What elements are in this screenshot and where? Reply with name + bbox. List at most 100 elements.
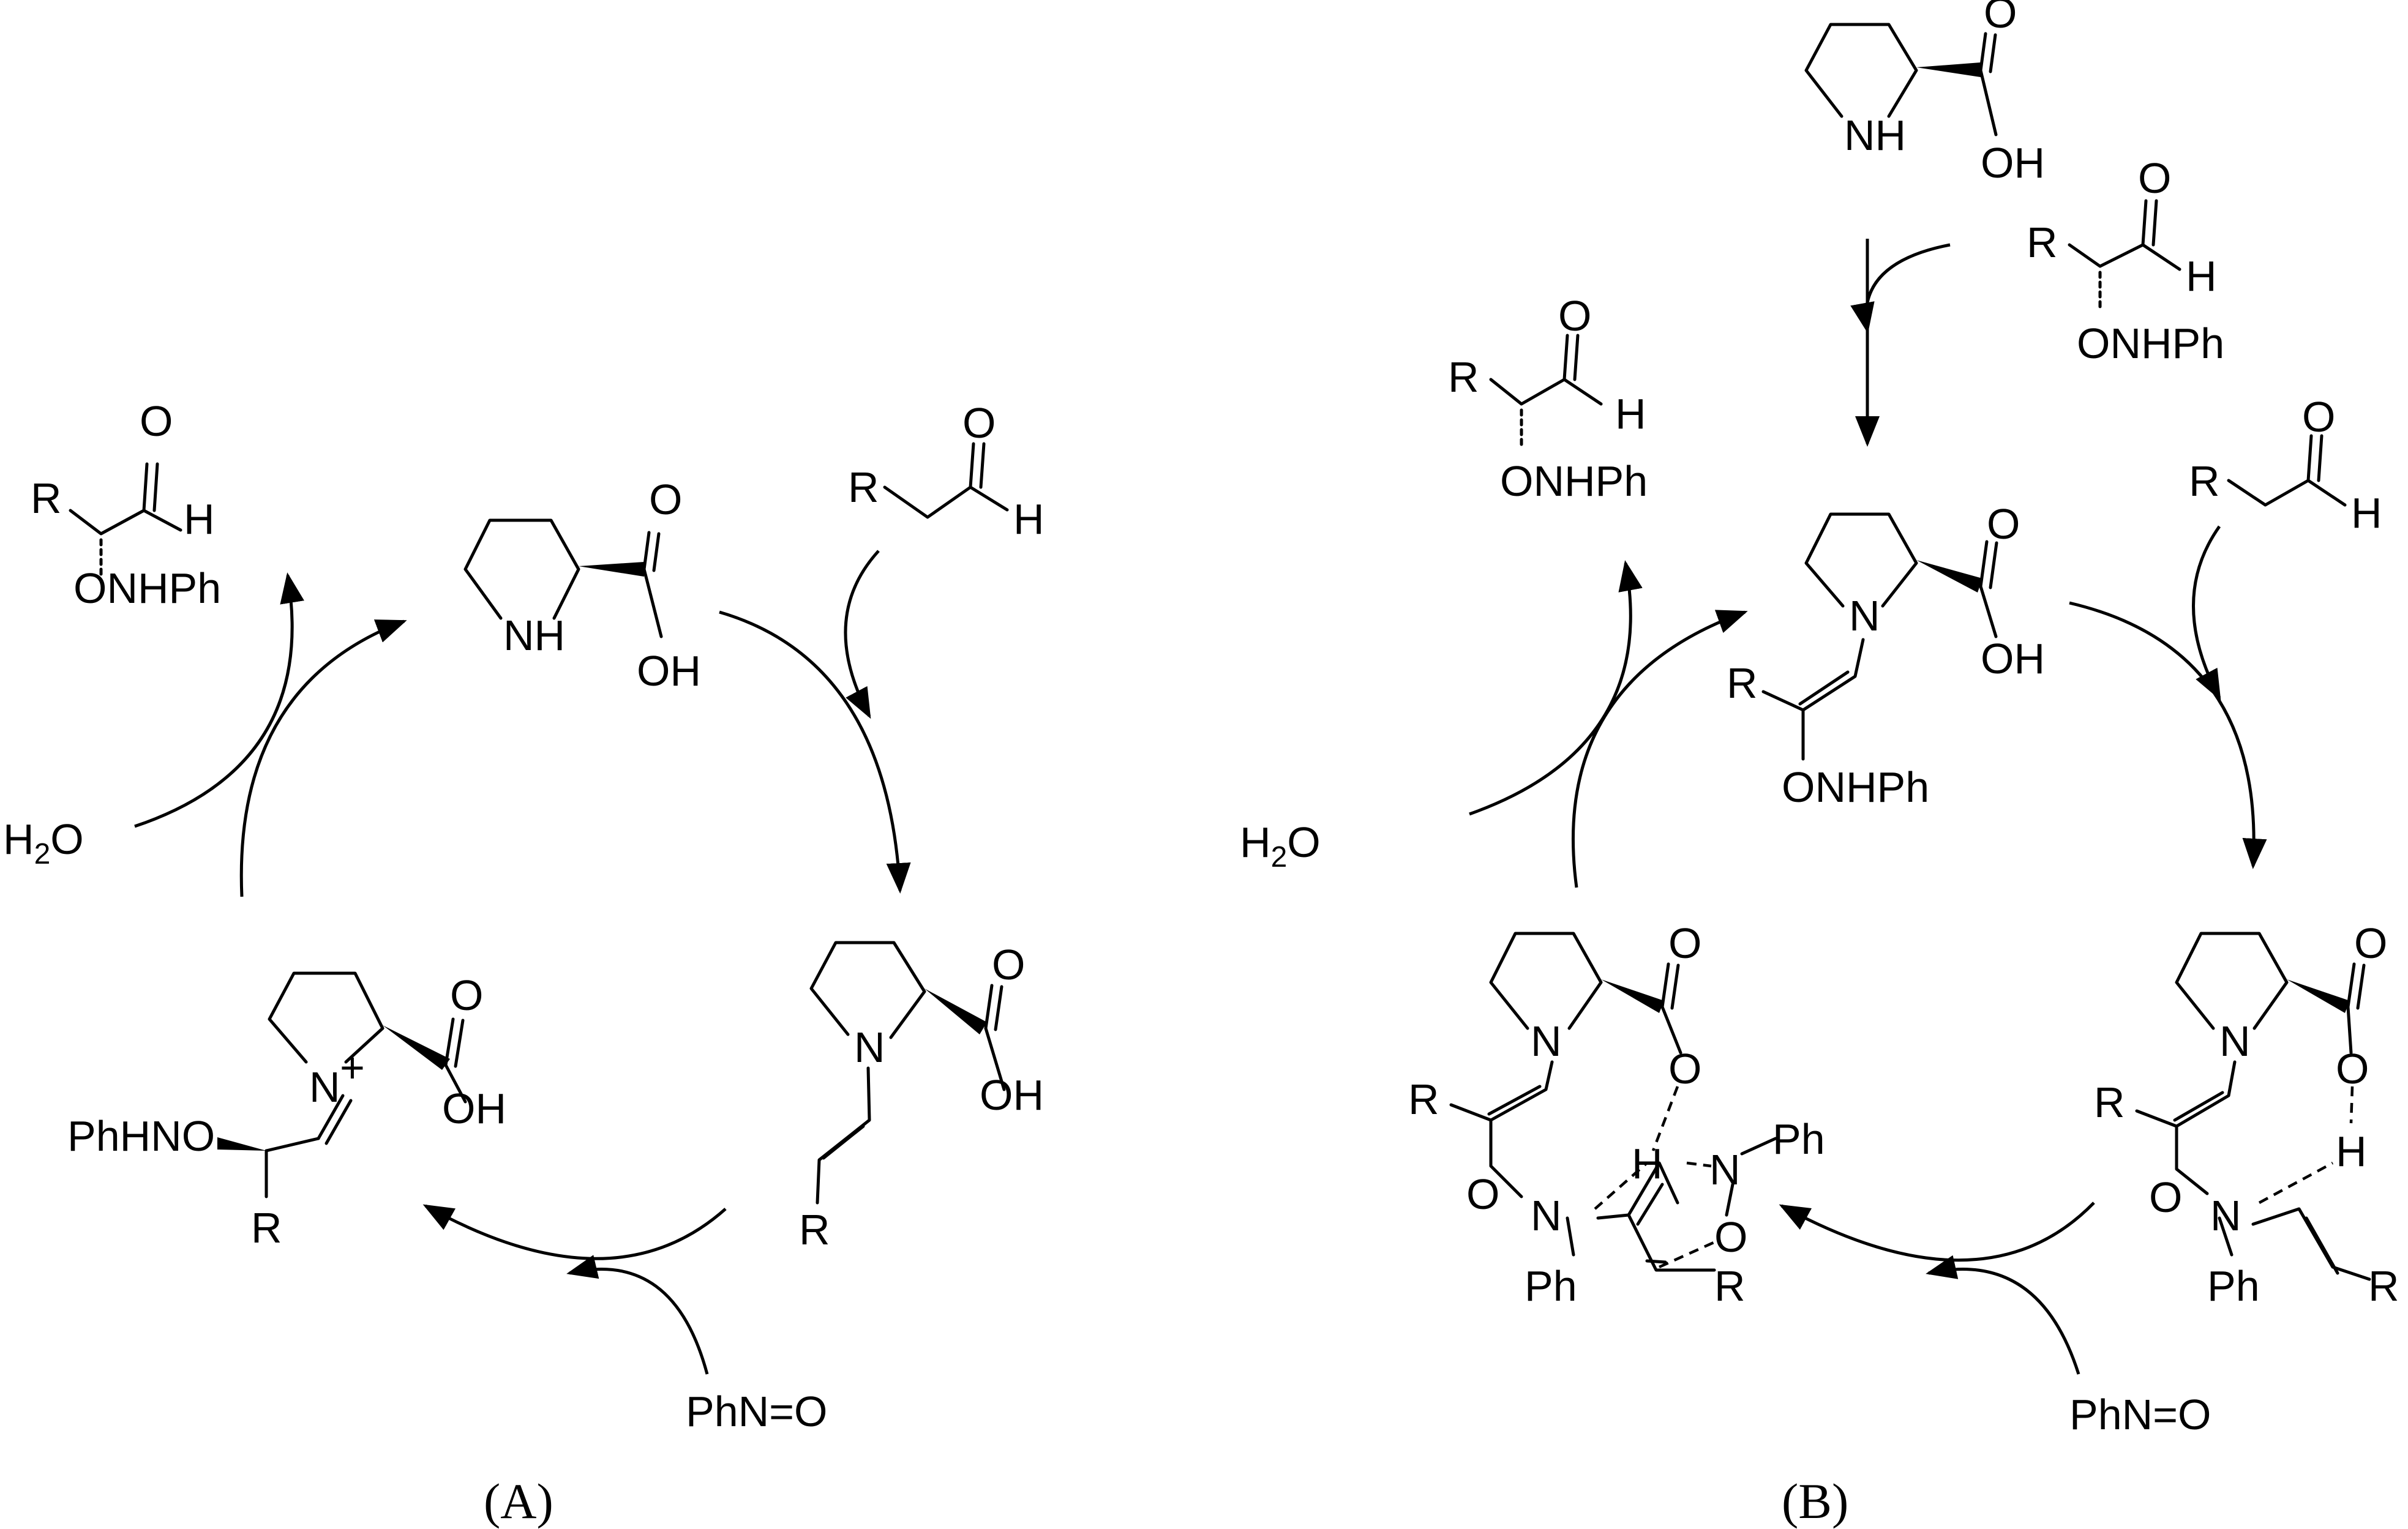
o-label: O — [2302, 393, 2335, 441]
proline-b: NH O OH — [1804, 0, 2045, 187]
panel-b: NH O OH R O H ONHPh R O H ONHPh — [1240, 0, 2399, 1529]
n-label: N — [1531, 1017, 1562, 1065]
oh-label: OH — [1981, 635, 2045, 682]
onhph-label: ONHPh — [1782, 763, 1929, 811]
h-label: H — [2336, 1127, 2367, 1175]
h-label: H — [1013, 495, 1045, 543]
reagent-in-arrow — [1926, 1255, 2080, 1375]
water-label: H2O — [3, 815, 84, 870]
wedge-bond — [1916, 62, 1981, 77]
o-label: O — [2138, 154, 2171, 202]
aldehyde-in-arrow — [844, 550, 880, 719]
o-label: O — [962, 399, 996, 447]
r-label: R — [1727, 659, 1758, 707]
wedge-bond — [1601, 979, 1664, 1013]
product-out-arrow — [134, 572, 304, 828]
oh-label: OH — [442, 1085, 506, 1132]
h-label: H — [1632, 1140, 1663, 1187]
wedge-bond — [1916, 560, 1982, 593]
cycle-arrow-center-to-ts-right — [2069, 601, 2267, 869]
oh-label: OH — [980, 1071, 1044, 1119]
ph-label: Ph — [1525, 1262, 1577, 1310]
phhno-label: PhHNO — [67, 1112, 215, 1160]
product-out-arrow — [1469, 560, 1643, 816]
panel-a-caption: (A) — [484, 1473, 553, 1529]
product-in-arrow — [1850, 243, 1951, 334]
o-label: O — [1668, 1045, 1701, 1093]
iminium-a: N + O OH PhHNO R — [67, 971, 506, 1252]
r-label: R — [31, 474, 62, 522]
h-label: H — [1615, 390, 1646, 438]
o-label: O — [1668, 919, 1701, 967]
r-label: R — [1448, 353, 1479, 401]
panel-b-caption: (B) — [1782, 1473, 1848, 1529]
n-label: N — [854, 1023, 885, 1071]
r-label: R — [799, 1206, 830, 1254]
enamine-a: N O OH R — [799, 941, 1044, 1254]
transition-state-left-b: N O O R O N Ph H N Ph O R — [1408, 919, 1825, 1310]
h-label: H — [184, 495, 215, 543]
panel-a: R O H ONHPh NH O OH R O H — [3, 397, 1045, 1529]
cycle-arrow-enamine-to-iminium — [422, 1204, 727, 1260]
proline-a: NH O OH — [463, 476, 701, 695]
center-enamine-b: N O OH R ONHPh — [1727, 500, 2045, 811]
o-label: O — [1466, 1170, 1499, 1218]
o-label: O — [450, 971, 483, 1019]
reagent-in-arrow — [566, 1255, 709, 1375]
wedge-bond — [925, 989, 987, 1034]
o-label: O — [1558, 292, 1591, 340]
h-label: H — [2186, 252, 2217, 300]
onhph-label: ONHPh — [1500, 457, 1648, 505]
o-label: O — [1987, 500, 2020, 548]
aldehyde-a: R O H — [848, 399, 1045, 543]
o-label: O — [2149, 1173, 2182, 1221]
r-label: R — [2027, 219, 2058, 266]
r-label: R — [2368, 1262, 2399, 1310]
product-aminoxy-aldehyde-a: R O H ONHPh — [31, 397, 221, 612]
ph-label: Ph — [1772, 1115, 1825, 1163]
onhph-label: ONHPh — [2077, 320, 2224, 367]
cycle-arrow-aldehyde-to-enamine — [719, 610, 911, 894]
cycle-arrow-ts-right-to-ts-left — [1779, 1202, 2095, 1262]
aldehyde-in-arrow — [2192, 525, 2221, 701]
cycle-arrow-iminium-to-proline — [239, 619, 407, 897]
r-label: R — [848, 463, 879, 511]
o-label: O — [140, 397, 173, 445]
n-label: N — [1849, 592, 1880, 640]
oh-label: OH — [637, 647, 701, 695]
product-out-b: R O H ONHPh — [1448, 292, 1648, 505]
aldehyde-b: R O H — [2189, 393, 2382, 537]
wedge-bond — [217, 1137, 266, 1151]
onhph-label: ONHPh — [73, 564, 221, 612]
nitrosobenzene-label: PhN=O — [686, 1388, 828, 1435]
ph-label: Ph — [2207, 1262, 2260, 1310]
nh-label: NH — [503, 611, 565, 659]
wedge-bond — [2287, 979, 2350, 1013]
wedge-bond — [383, 1025, 450, 1070]
r-label: R — [1714, 1262, 1746, 1310]
nh-label: NH — [1844, 111, 1906, 159]
n-label: N — [2210, 1192, 2241, 1239]
n-label: N — [1531, 1192, 1562, 1239]
transition-state-right-b: N O O H R O N Ph R — [2094, 919, 2399, 1310]
plus-label: + — [340, 1044, 365, 1091]
wedge-bond — [579, 562, 644, 577]
n-label: N — [309, 1063, 340, 1111]
cycle-arrow-ts-left-to-center — [1571, 610, 1748, 888]
o-label: O — [649, 476, 682, 523]
n-label: N — [2219, 1017, 2251, 1065]
r-label: R — [1408, 1075, 1439, 1123]
r-label: R — [2094, 1079, 2125, 1126]
r-label: R — [2189, 457, 2220, 505]
o-label: O — [2336, 1045, 2369, 1093]
o-label: O — [2354, 919, 2387, 967]
nitrosobenzene-label: PhN=O — [2069, 1391, 2211, 1438]
o-label: O — [992, 941, 1025, 989]
r-label: R — [251, 1204, 282, 1252]
oh-label: OH — [1981, 139, 2045, 187]
product-in-b: R O H ONHPh — [2027, 154, 2224, 367]
n-label: N — [1709, 1146, 1741, 1194]
o-label: O — [1714, 1213, 1747, 1261]
o-label: O — [1984, 0, 2017, 37]
